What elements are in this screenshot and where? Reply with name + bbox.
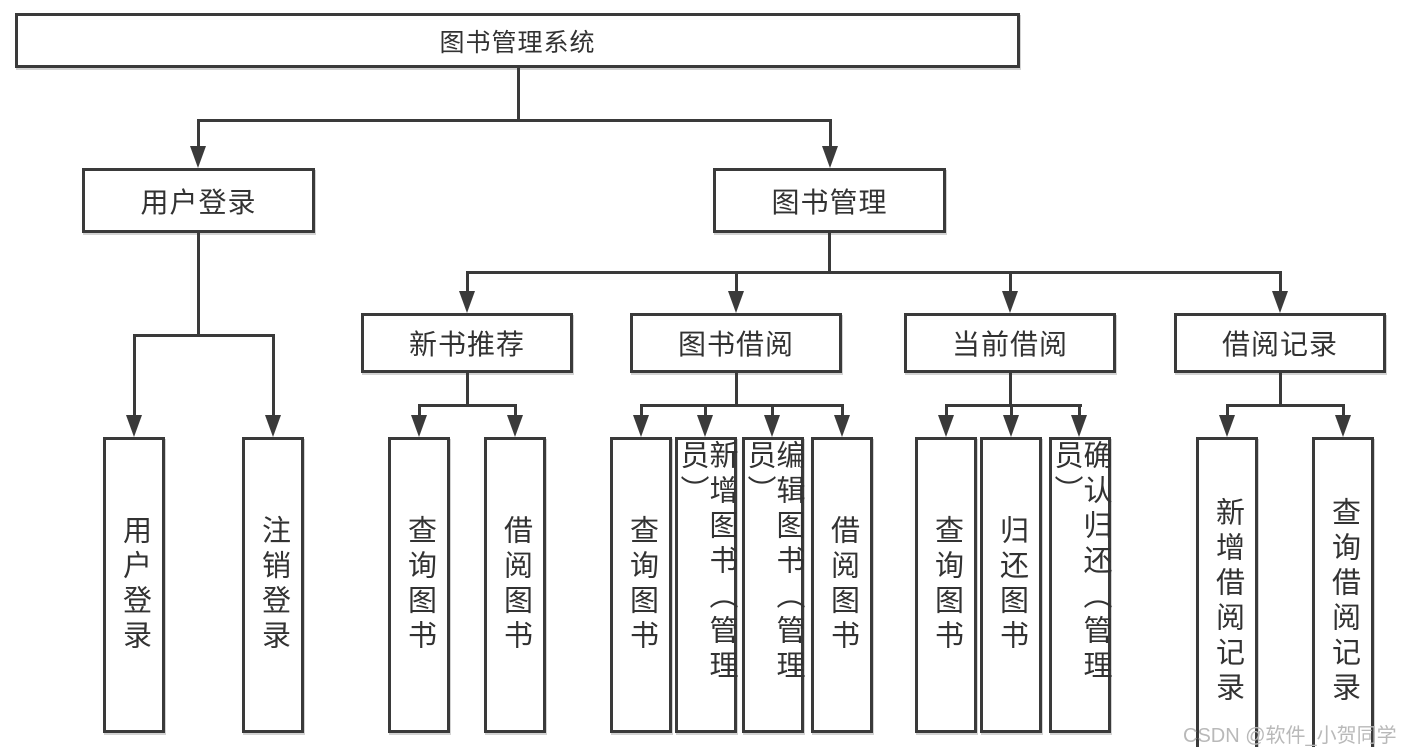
leaf-edit-book-admin: 编辑图书（管理员）	[742, 437, 804, 733]
node-label: 用户登录	[118, 515, 151, 655]
connector-vline	[272, 334, 275, 416]
arrowhead-down	[1003, 415, 1019, 437]
arrowhead-down	[1002, 291, 1018, 313]
leaf-query-books-borrowing: 查询图书	[610, 437, 672, 733]
connector-vline	[1226, 404, 1229, 416]
arrowhead-down	[126, 415, 142, 437]
connector-vline	[197, 233, 200, 336]
connector-vline	[829, 119, 832, 149]
node-label: 查询图书	[625, 515, 658, 655]
arrowhead-down	[1071, 415, 1087, 437]
connector-vline	[841, 404, 844, 416]
connector-vline	[1009, 271, 1012, 291]
node-label: 借阅图书	[499, 515, 532, 655]
connector-vline	[828, 233, 831, 273]
node-label: 新书推荐	[408, 329, 525, 360]
connector-vline	[466, 271, 469, 291]
node-book-management: 图书管理	[713, 168, 946, 233]
leaf-query-books-current: 查询图书	[915, 437, 977, 733]
connector-vline	[735, 271, 738, 291]
connector-vline	[466, 373, 469, 406]
node-label: 新增借阅记录	[1211, 497, 1244, 707]
arrowhead-down	[265, 415, 281, 437]
leaf-query-books-recommend: 查询图书	[388, 437, 450, 733]
connector-hline	[945, 404, 1082, 407]
connector-hline	[133, 334, 275, 337]
connector-vline	[197, 119, 200, 149]
connector-vline	[704, 404, 707, 416]
leaf-query-borrow-record: 查询借阅记录	[1312, 437, 1374, 747]
connector-hline	[466, 271, 1282, 274]
leaf-user-login: 用户登录	[103, 437, 165, 733]
connector-vline	[418, 404, 421, 416]
leaf-return-book: 归还图书	[980, 437, 1042, 733]
connector-vline	[1279, 373, 1282, 406]
connector-vline	[514, 404, 517, 416]
node-label: 当前借阅	[951, 329, 1068, 360]
node-label: 新增图书（管理员）	[676, 440, 737, 685]
arrowhead-down	[633, 415, 649, 437]
node-new-book-recommendation: 新书推荐	[361, 313, 573, 373]
arrowhead-down	[459, 291, 475, 313]
node-book-borrowing: 图书借阅	[630, 313, 842, 373]
connector-vline	[1078, 404, 1081, 416]
arrowhead-down	[1272, 291, 1288, 313]
connector-hline	[418, 404, 517, 407]
node-label: 归还图书	[995, 515, 1028, 655]
connector-vline	[640, 404, 643, 416]
leaf-logout: 注销登录	[242, 437, 304, 733]
arrowhead-down	[1219, 415, 1235, 437]
connector-vline	[517, 68, 520, 121]
leaf-confirm-return-admin: 确认归还（管理员）	[1049, 437, 1111, 733]
node-label: 确认归还（管理员）	[1050, 440, 1111, 685]
leaf-borrow-books: 借阅图书	[811, 437, 873, 733]
node-label: 借阅图书	[826, 515, 859, 655]
node-borrowing-records: 借阅记录	[1174, 313, 1386, 373]
connector-vline	[1342, 404, 1345, 416]
arrowhead-down	[411, 415, 427, 437]
node-label: 图书借阅	[677, 329, 794, 360]
node-label: 查询图书	[930, 515, 963, 655]
node-label: 图书管理系统	[439, 28, 596, 57]
arrowhead-down	[764, 415, 780, 437]
connector-vline	[735, 373, 738, 406]
node-current-borrowing: 当前借阅	[904, 313, 1116, 373]
arrowhead-down	[190, 146, 206, 168]
connector-vline	[133, 334, 136, 416]
arrowhead-down	[507, 415, 523, 437]
leaf-borrow-books-recommend: 借阅图书	[484, 437, 546, 733]
node-label: 用户登录	[140, 186, 257, 218]
connector-vline	[1009, 373, 1012, 406]
connector-vline	[1010, 404, 1013, 416]
connector-vline	[771, 404, 774, 416]
arrowhead-down	[822, 146, 838, 168]
connector-hline	[640, 404, 844, 407]
leaf-add-borrow-record: 新增借阅记录	[1196, 437, 1258, 747]
arrowhead-down	[834, 415, 850, 437]
node-library-management-system: 图书管理系统	[15, 13, 1020, 68]
arrowhead-down	[728, 291, 744, 313]
arrowhead-down	[1335, 415, 1351, 437]
leaf-add-book-admin: 新增图书（管理员）	[675, 437, 737, 733]
csdn-watermark: CSDN @软件_小贺同学	[1183, 725, 1397, 747]
node-label: 查询借阅记录	[1327, 497, 1360, 707]
node-label: 图书管理	[771, 186, 888, 218]
connector-hline	[1226, 404, 1345, 407]
node-label: 借阅记录	[1221, 329, 1338, 360]
node-label: 查询图书	[403, 515, 436, 655]
connector-vline	[945, 404, 948, 416]
node-label: 注销登录	[257, 515, 290, 655]
arrowhead-down	[697, 415, 713, 437]
connector-vline	[1279, 271, 1282, 291]
node-user-login-group: 用户登录	[82, 168, 315, 233]
connector-hline	[197, 119, 832, 122]
node-label: 编辑图书（管理员）	[743, 440, 804, 685]
arrowhead-down	[938, 415, 954, 437]
